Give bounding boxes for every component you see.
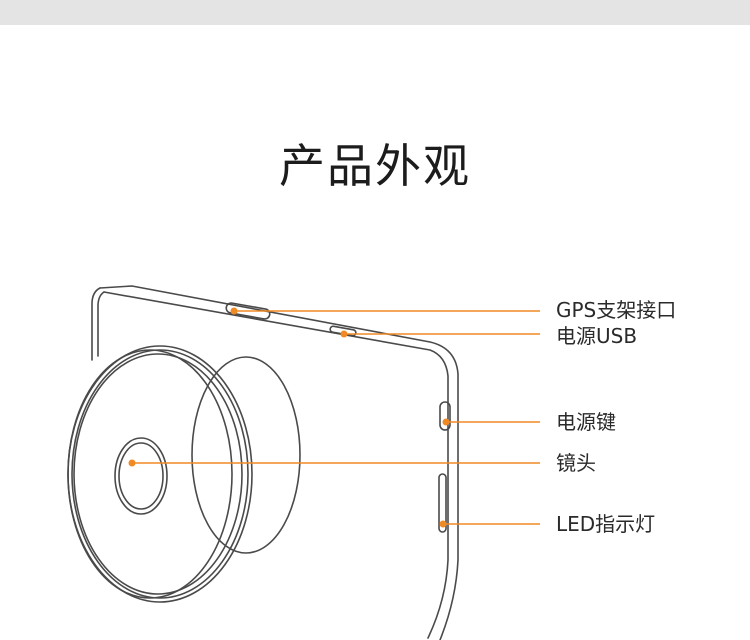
device-left-inner-edge xyxy=(97,291,105,357)
housing-face xyxy=(67,349,233,599)
callout-dot-gps-mount xyxy=(230,307,238,315)
device-left-edge xyxy=(91,287,101,361)
lens-inner xyxy=(118,442,164,510)
callout-label-power-key: 电源键 xyxy=(556,410,616,434)
housing-ring-outer xyxy=(67,345,253,603)
device-body-outline xyxy=(99,285,459,640)
power-key-shape xyxy=(439,401,451,431)
callout-dot-lens xyxy=(128,459,136,467)
callout-label-lens: 镜头 xyxy=(556,451,596,475)
callout-label-led: LED指示灯 xyxy=(556,512,656,536)
lens-outer xyxy=(114,437,168,515)
housing-ring-2 xyxy=(71,349,249,599)
mount-disc xyxy=(191,356,301,554)
callout-dot-led xyxy=(439,520,447,528)
device-body-inner-edge xyxy=(103,291,449,639)
callout-label-gps-mount: GPS支架接口 xyxy=(556,298,677,322)
callout-dot-power-usb xyxy=(340,330,348,338)
callout-dot-power-key xyxy=(442,418,450,426)
callout-label-power-usb: 电源USB xyxy=(556,324,638,348)
led-slot xyxy=(438,473,447,533)
top-band xyxy=(0,0,750,25)
gps-slot xyxy=(225,302,271,320)
page-title: 产品外观 xyxy=(279,139,471,193)
housing-ring-3 xyxy=(73,353,243,595)
